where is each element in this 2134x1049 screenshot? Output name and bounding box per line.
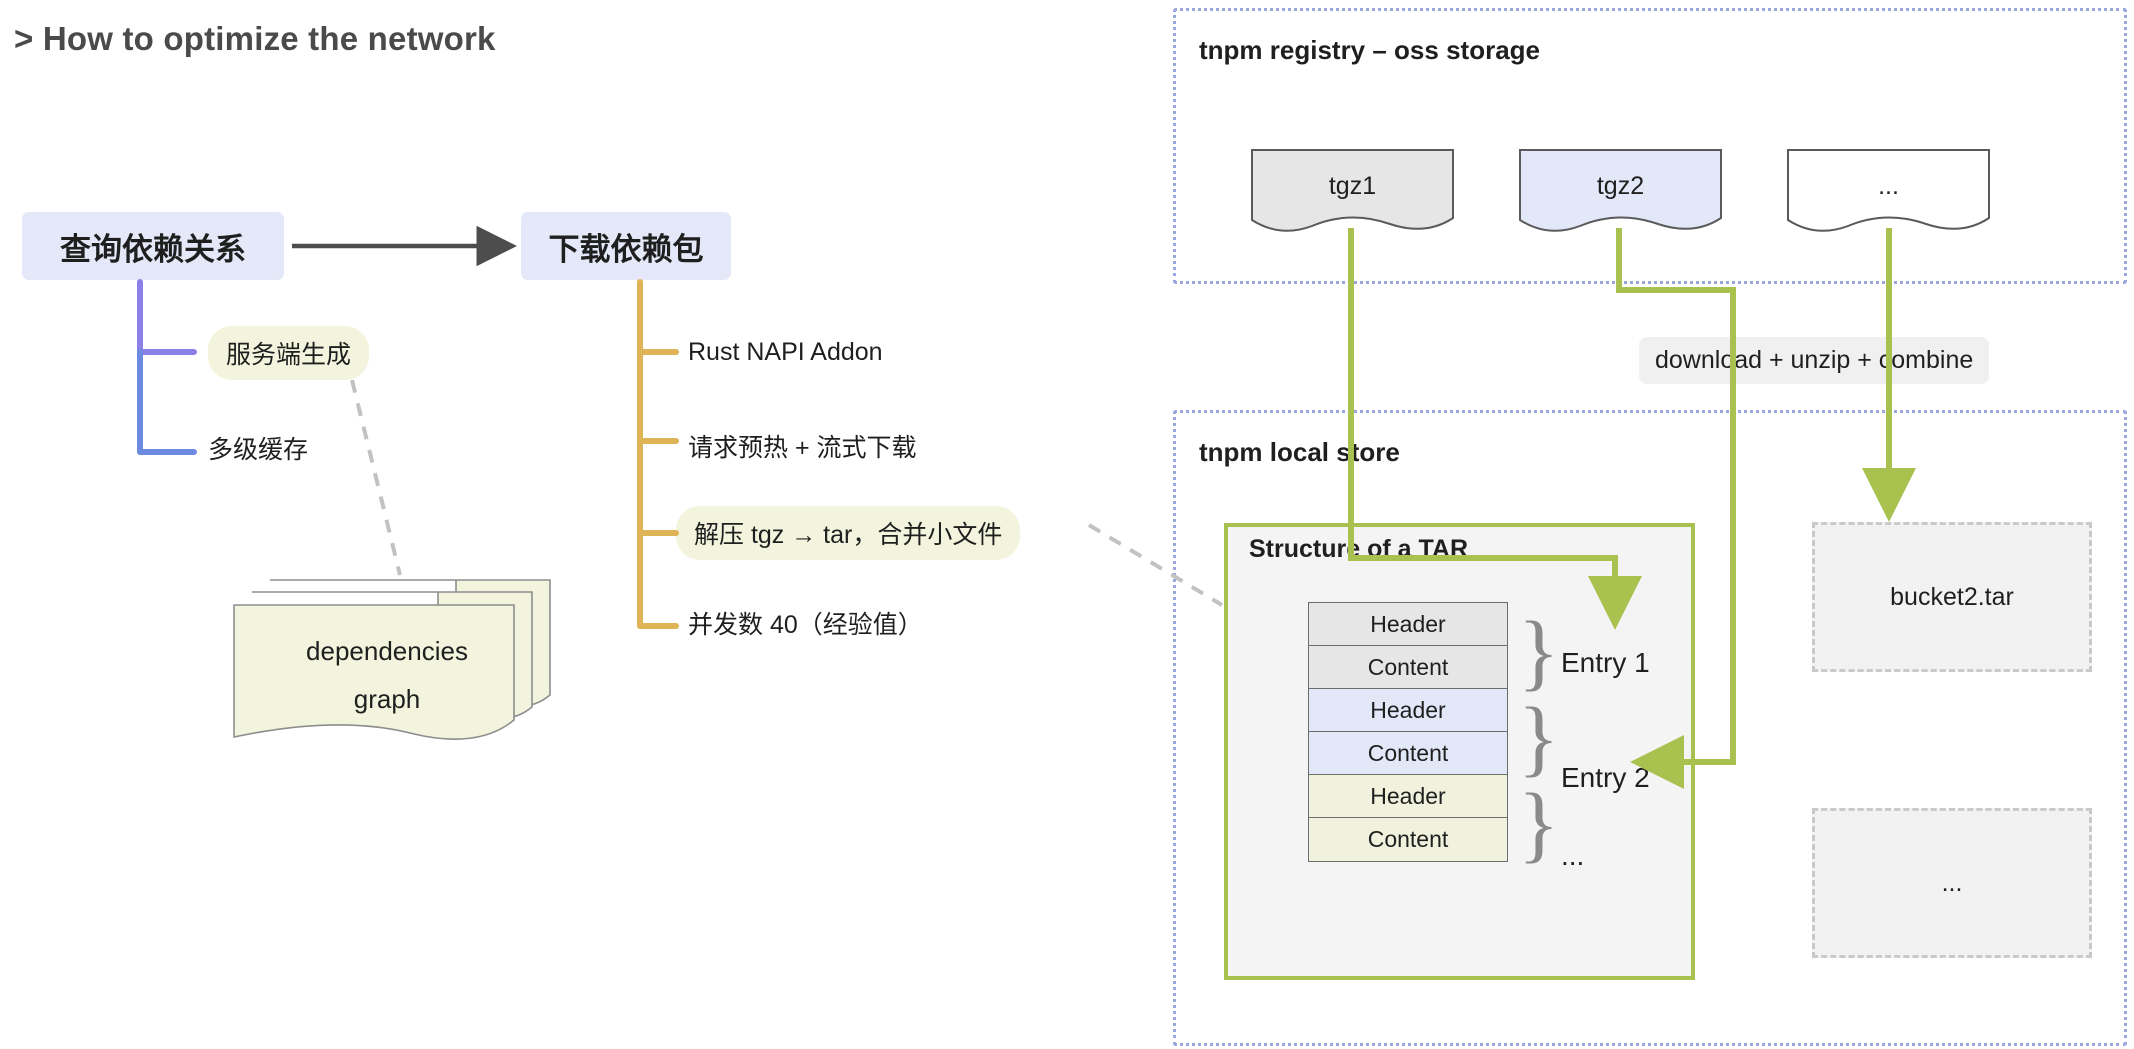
- brace-entry-2-icon: }: [1518, 689, 1560, 785]
- entry-label-3: ...: [1561, 840, 1585, 871]
- dependencies-graph-label: dependencies graph: [306, 636, 468, 714]
- tgz1-shape: [1251, 149, 1454, 232]
- bucket2-tar-box[interactable]: bucket2.tar: [1812, 522, 2092, 672]
- branch-item-concurrency-40-label: 并发数 40（经验值）: [688, 611, 923, 639]
- branch-connector-server-generate: [137, 279, 197, 355]
- tar-row: Header: [1309, 775, 1507, 818]
- node-query-label: 查询依赖关系: [60, 231, 246, 267]
- branch-item-unzip-tgz-label: 解压 tgz → tar，合并小文件: [676, 506, 1021, 560]
- brace-entry-3-icon: }: [1518, 775, 1560, 871]
- pipeline-label: download + unzip + combine: [1639, 337, 1990, 384]
- entry-label-2: Entry 2: [1561, 762, 1650, 793]
- dependencies-graph-note: dependencies graph: [228, 575, 568, 750]
- local-store-title: tnpm local store: [1199, 437, 1400, 467]
- package-tgz2-label: tgz2: [1596, 172, 1645, 200]
- branch-item-multi-cache-label: 多级缓存: [208, 436, 309, 464]
- package-more-label: ...: [1878, 172, 1899, 200]
- tar-row: Header: [1309, 689, 1507, 732]
- branch-item-rust-napi-label: Rust NAPI Addon: [688, 338, 883, 366]
- package-tgz1-label: tgz1: [1328, 172, 1377, 200]
- tar-rows-list: Header Content Header Content Header Con…: [1308, 602, 1508, 862]
- package-tgz1[interactable]: tgz1: [1250, 148, 1455, 237]
- branch-item-server-generate-label: 服务端生成: [208, 326, 370, 380]
- branch-item-server-generate[interactable]: 服务端生成: [208, 326, 370, 380]
- package-more[interactable]: ...: [1786, 148, 1991, 237]
- bucket-more-box[interactable]: ...: [1812, 808, 2092, 958]
- mindmap-node-download-package[interactable]: 下载依赖包: [521, 212, 731, 280]
- dashed-link-server-generate-to-deps: [350, 379, 402, 576]
- bucket2-tar-label: bucket2.tar: [1890, 582, 2014, 611]
- branch-item-concurrency-40[interactable]: 并发数 40（经验值）: [688, 605, 923, 641]
- tar-row: Header: [1309, 603, 1507, 646]
- package-tgz2[interactable]: tgz2: [1518, 148, 1723, 237]
- branch-item-unzip-tgz[interactable]: 解压 tgz → tar，合并小文件: [676, 506, 1021, 560]
- stacked-document-icon: [233, 579, 551, 740]
- tgz-more-shape: [1787, 149, 1990, 232]
- branch-item-prewarm-stream-label: 请求预热 + 流式下载: [688, 434, 917, 462]
- node-download-label: 下载依赖包: [548, 231, 704, 267]
- branch-item-rust-napi[interactable]: Rust NAPI Addon: [688, 338, 883, 367]
- bucket-more-label: ...: [1941, 868, 1963, 897]
- branch-item-prewarm-stream[interactable]: 请求预热 + 流式下载: [688, 428, 917, 464]
- branch-connector-multi-cache: [137, 349, 197, 455]
- mindmap-node-query-dependencies[interactable]: 查询依赖关系: [22, 212, 284, 280]
- tar-row: Content: [1309, 818, 1507, 861]
- registry-title: tnpm registry – oss storage: [1199, 35, 1540, 65]
- tar-row: Content: [1309, 646, 1507, 689]
- tar-row: Content: [1309, 732, 1507, 775]
- brace-entry-1-icon: }: [1518, 603, 1560, 699]
- entry-label-1: Entry 1: [1561, 647, 1650, 678]
- page-title: > How to optimize the network: [14, 20, 496, 57]
- tar-structure-title: Structure of a TAR: [1249, 535, 1468, 563]
- branch-item-multi-cache[interactable]: 多级缓存: [208, 430, 308, 466]
